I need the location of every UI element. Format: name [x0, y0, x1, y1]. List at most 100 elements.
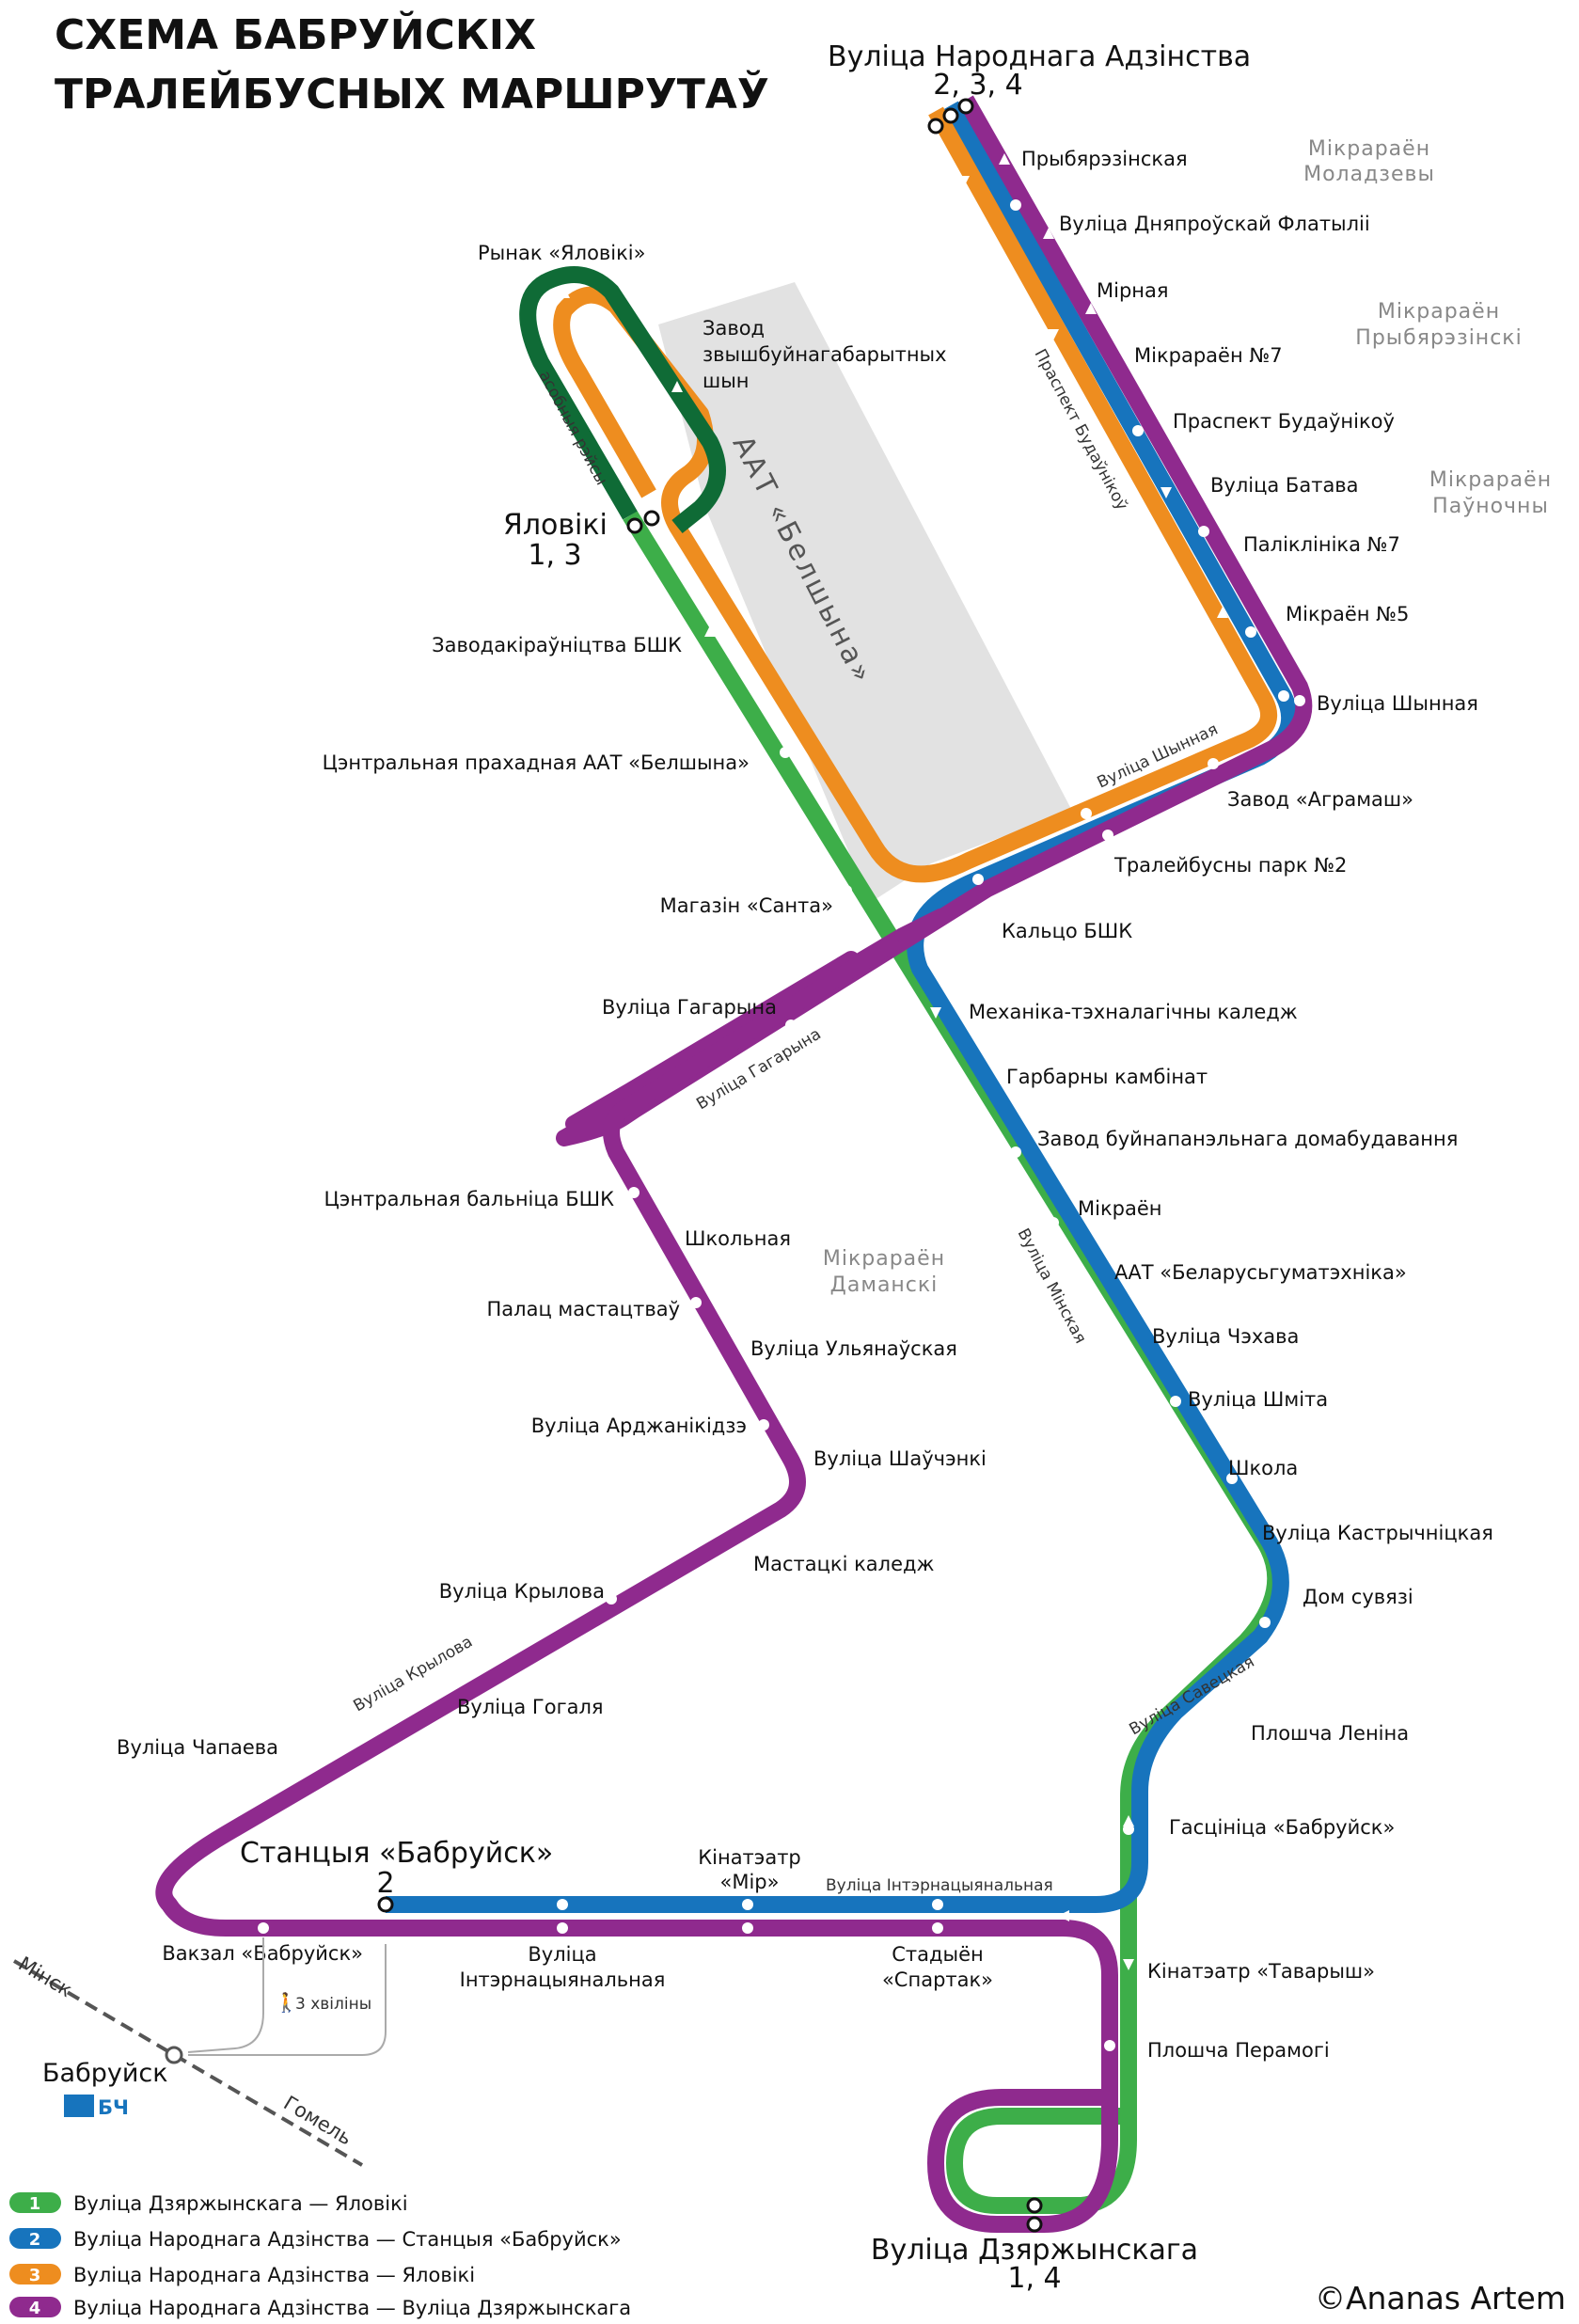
arrow-icon: [1048, 329, 1059, 340]
map-title-line-1: СХЕМА БАБРУЙСКІХ: [55, 9, 536, 59]
stop-label: Вуліца Шынная: [1317, 692, 1478, 715]
stop-marker: [841, 885, 852, 896]
legend-text-2: Вуліца Народнага Адзінства — Станцыя «Ба…: [73, 2228, 622, 2251]
arrow-icon: [930, 1007, 941, 1019]
arrow-icon: [704, 625, 716, 637]
stop-marker: [1170, 1396, 1181, 1407]
stop-label: Цэнтральная бальніца БШК: [324, 1188, 615, 1210]
stop-label: Тралейбусны парк №2: [1113, 854, 1347, 877]
railway: 3 хвіліны 🚶 Мінск Гомель Бабруйск БЧ: [12, 1937, 387, 2167]
legend-num-3: 3: [29, 2266, 41, 2285]
legend-num-2: 2: [29, 2230, 41, 2250]
stop-marker: [279, 1760, 291, 1771]
stop-marker: [258, 1922, 269, 1934]
belshyna-plant-area: [658, 282, 1072, 903]
stop-label: Мірная: [1097, 279, 1169, 302]
railway-station-marker: [165, 2046, 183, 2064]
terminal-markers: [377, 98, 1043, 2233]
stop-labels: Прыбярэзінская Вуліца Дняпроўскай Флатыл…: [117, 148, 1493, 2062]
stop-marker: [1208, 758, 1219, 769]
terminal-narodnaga-name: Вуліца Народнага Адзінства: [828, 40, 1251, 73]
legend-num-1: 1: [29, 2194, 41, 2214]
stop-label-s44-1: Вуліца: [528, 1943, 596, 1966]
stop-label-s45-2: «Мір»: [720, 1871, 780, 1893]
arrow-icon: [746, 1537, 757, 1548]
stop-marker: [972, 874, 984, 885]
stop-label-s45-1: Кінатэатр: [698, 1846, 801, 1869]
stop-label-s14-1: Завод: [703, 317, 765, 340]
stop-marker: [1104, 2040, 1115, 2051]
arrow-icon: [1043, 228, 1054, 239]
stop-label: Школьная: [685, 1227, 791, 1250]
stop-marker: [557, 1922, 568, 1934]
legend-text-1: Вуліца Дзяржынскага — Яловікі: [73, 2192, 408, 2215]
stop-marker: [1198, 526, 1209, 537]
walk-time-label: 3 хвіліны: [295, 1995, 371, 2014]
stop-marker: [758, 1419, 769, 1431]
legend-text-4: Вуліца Народнага Адзінства — Вуліца Дзяр…: [73, 2297, 631, 2319]
stop-marker: [690, 1297, 702, 1308]
arrow-icon: [559, 287, 570, 298]
district-label: Мікрараён: [823, 1247, 945, 1271]
terminal-dzerzhinsk-routes: 1, 4: [1007, 2262, 1061, 2295]
stop-label-s46-2: «Спартак»: [882, 1968, 993, 1991]
terminal-marker: [1026, 2216, 1043, 2233]
stop-marker: [1259, 1617, 1271, 1628]
arrow-icon: [1222, 1545, 1233, 1557]
stop-label: Дом сувязі: [1303, 1586, 1413, 1608]
terminal-station-routes: 2: [376, 1867, 394, 1900]
stop-marker: [780, 747, 791, 758]
stop-label: Механіка-тэхналагічны каледж: [969, 1001, 1298, 1023]
stop-label: Вуліца Кастрычніцкая: [1262, 1522, 1493, 1544]
copyright-label: ©Ananas Artem: [1315, 2280, 1566, 2316]
stop-marker: [785, 1020, 797, 1031]
terminal-station-name: Станцыя «Бабруйск»: [240, 1837, 553, 1870]
stop-marker: [1132, 425, 1144, 436]
bch-logo-text: БЧ: [98, 2096, 129, 2119]
stop-label: Школа: [1228, 1457, 1298, 1479]
terminal-marker: [377, 1896, 394, 1913]
stop-label: Вуліца Шаўчэнкі: [813, 1447, 987, 1470]
walking-person-icon: 🚶: [275, 1991, 298, 2014]
stop-marker: [1278, 690, 1289, 702]
stop-marker: [1010, 1146, 1021, 1158]
stop-label: Мікрараён №7: [1134, 344, 1283, 367]
terminal-yaloviki-name: Яловікі: [503, 509, 608, 542]
legend-badge-1: [9, 2192, 61, 2213]
direction-arrows: [559, 153, 1233, 1970]
street-label: асобныя рэйсы: [535, 368, 611, 488]
stop-label: Мастацкі каледж: [753, 1553, 935, 1575]
stop-label-s46-1: Стадыён: [892, 1943, 984, 1966]
bch-logo-icon: [64, 2095, 94, 2117]
map-title-line-2: ТРАЛЕЙБУСНЫХ МАРШРУТАЎ: [55, 69, 769, 119]
stop-label: Палац мастацтваў: [487, 1298, 680, 1320]
stop-label: Вуліца Батава: [1210, 474, 1359, 497]
terminal-marker: [942, 107, 959, 124]
stop-label: Вуліца Арджанікідзэ: [531, 1415, 747, 1437]
stop-marker: [932, 1899, 943, 1910]
legend: 1 Вуліца Дзяржынскага — Яловікі 2 Вуліца…: [9, 2192, 631, 2319]
terminal-marker: [957, 98, 974, 115]
stop-marker: [742, 1922, 753, 1934]
stop-label-s14-3: шын: [703, 370, 750, 392]
arrow-icon: [958, 176, 970, 187]
legend-num-4: 4: [29, 2299, 41, 2318]
stop-label-s44-2: Інтэрнацыянальная: [460, 1968, 666, 1991]
arrow-icon: [671, 381, 683, 392]
legend-badge-3: [9, 2264, 61, 2284]
stop-label: Вуліца Гогаля: [457, 1696, 604, 1718]
stop-label: Праспект Будаўнікоў: [1173, 410, 1395, 433]
stop-label: Завод буйнапанэльнага домабудавання: [1037, 1128, 1458, 1150]
stop-markers: [258, 199, 1305, 2051]
stop-label: Плошча Леніна: [1251, 1722, 1409, 1745]
railway-line: [12, 1959, 364, 2167]
stop-marker: [1010, 199, 1021, 211]
stop-label: Вуліца Чэхава: [1152, 1325, 1299, 1348]
terminal-marker: [927, 118, 944, 134]
terminal-marker: [1026, 2197, 1043, 2214]
street-label: Вуліца Інтэрнацыянальная: [826, 1876, 1053, 1895]
arrow-icon: [1058, 1910, 1069, 1921]
stop-label: Гарбарны камбінат: [1006, 1066, 1208, 1088]
stop-marker: [756, 758, 767, 769]
